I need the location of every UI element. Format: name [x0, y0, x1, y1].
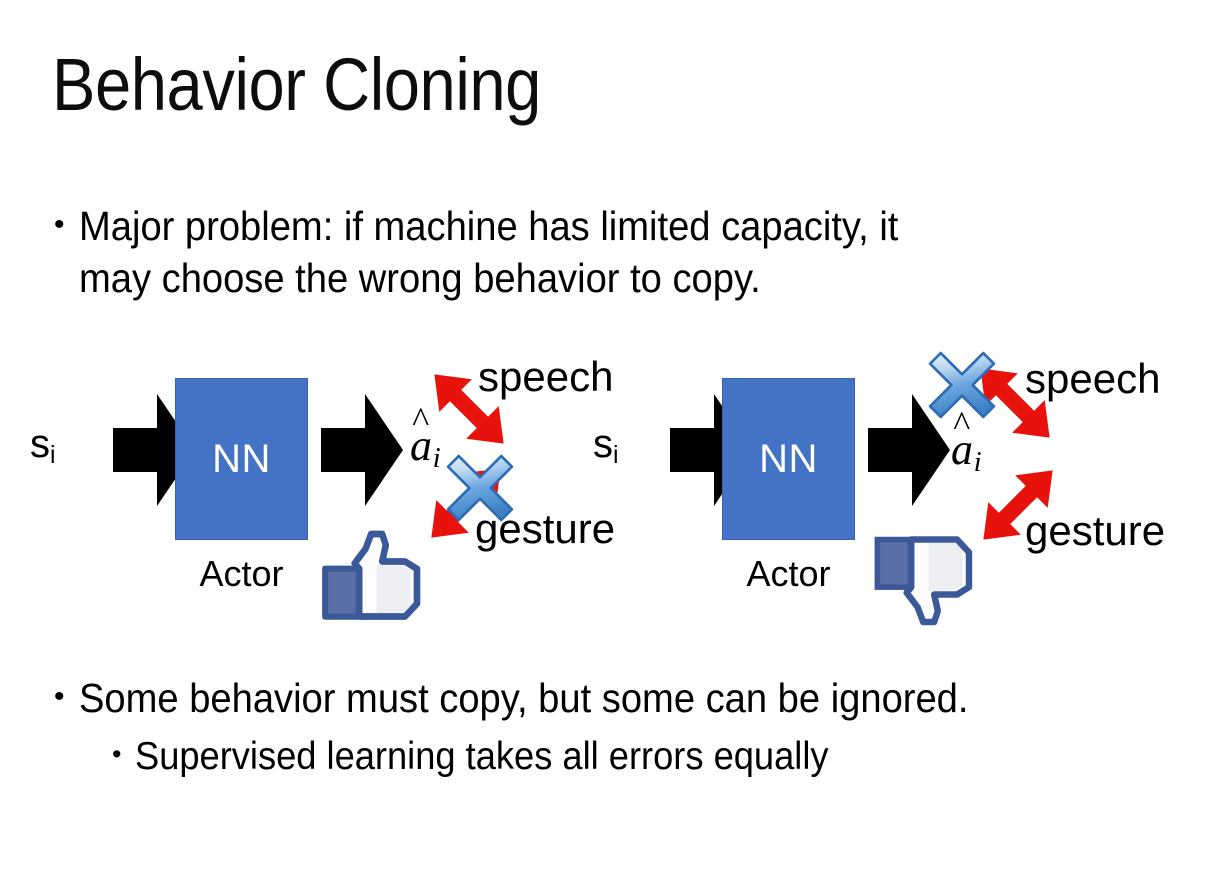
output-block-arrow-icon: [321, 394, 403, 506]
predicted-action-label: ^a i: [951, 403, 982, 478]
gesture-branch-label: gesture: [1025, 507, 1166, 554]
bullet-marker: •: [112, 739, 122, 769]
speech-branch-label: speech: [478, 353, 614, 400]
bullet-some-behavior: • Some behavior must copy, but some can …: [54, 672, 1174, 724]
actor-caption: Actor: [746, 553, 831, 594]
cross-mark-icon: [446, 454, 514, 522]
speech-branch-arrow-icon: [434, 374, 504, 444]
bullet-supervised-learning: • Supervised learning takes all errors e…: [112, 732, 1172, 782]
nn-box-label: NN: [759, 437, 818, 481]
actor-caption: Actor: [199, 553, 284, 594]
hat-accent-icon: ^: [412, 399, 430, 440]
predicted-action-label: ^a i: [410, 399, 441, 474]
nn-box-label: NN: [212, 437, 271, 481]
input-block-arrow-icon: [113, 394, 195, 506]
page-title: Behavior Cloning: [52, 43, 541, 126]
bullet-major-problem: • Major problem: if machine has limited …: [54, 200, 1164, 305]
speech-branch-label: speech: [1025, 355, 1161, 402]
thumbs-down-icon: [874, 536, 973, 626]
bullet-text: Supervised learning takes all errors equ…: [135, 735, 829, 778]
output-block-arrow-icon: [868, 394, 950, 506]
hat-accent-icon: ^: [953, 403, 971, 444]
nn-box: NN: [722, 378, 855, 540]
bullet-text: Some behavior must copy, but some can be…: [78, 675, 969, 721]
nn-box: NN: [175, 378, 308, 540]
input-state-label: si: [593, 422, 619, 470]
bullet-text: Major problem: if machine has limited ca…: [78, 203, 898, 302]
input-state-label: si: [30, 422, 56, 470]
thumbs-up-icon: [322, 530, 421, 620]
gesture-branch-arrow-icon: [983, 470, 1053, 540]
diagram-actor-reject: si NN Actor ^a i speech: [565, 338, 1165, 628]
bullet-marker: •: [54, 680, 65, 713]
diagram-actor-approve: si NN Actor ^a i speech: [18, 338, 615, 628]
speech-branch-arrow-icon: [980, 368, 1050, 438]
cross-mark-icon: [928, 351, 996, 419]
bullet-marker: •: [54, 208, 65, 241]
